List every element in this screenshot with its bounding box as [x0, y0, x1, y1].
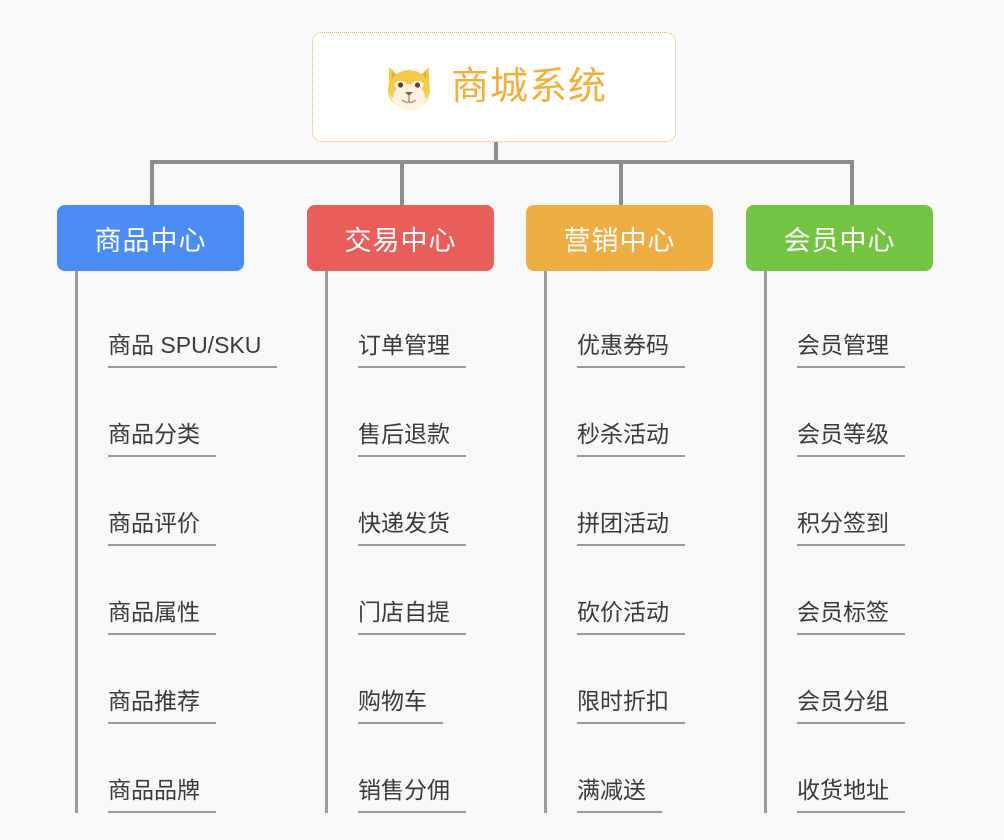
list-item[interactable]: 优惠券码: [577, 279, 713, 368]
list-item[interactable]: 会员等级: [797, 368, 933, 457]
branch-column-2: 交易中心 订单管理 售后退款 快递发货 门店自提 购物车 销售分佣: [307, 205, 494, 813]
leaf-label: 商品评价: [108, 510, 216, 546]
list-item[interactable]: 会员分组: [797, 635, 933, 724]
leaf-label: 积分签到: [797, 510, 905, 546]
category-label-4: 会员中心: [783, 225, 896, 256]
list-item[interactable]: 秒杀活动: [577, 368, 713, 457]
leaf-label: 秒杀活动: [577, 421, 685, 457]
category-label-2: 交易中心: [344, 225, 457, 256]
category-header-4[interactable]: 会员中心: [746, 205, 933, 271]
connector-drop-1: [150, 162, 154, 208]
leaf-label: 门店自提: [358, 599, 466, 635]
leaf-label: 会员管理: [797, 332, 905, 368]
connector-drop-2: [400, 162, 404, 208]
leaf-list-4: 会员管理 会员等级 积分签到 会员标签 会员分组 收货地址: [764, 271, 933, 813]
list-item[interactable]: 商品品牌: [108, 724, 277, 813]
leaf-list-2: 订单管理 售后退款 快递发货 门店自提 购物车 销售分佣: [325, 271, 494, 813]
leaf-label: 商品品牌: [108, 777, 216, 813]
leaf-label: 售后退款: [358, 421, 466, 457]
connector-root-stem: [494, 142, 498, 164]
connector-drop-3: [619, 162, 623, 208]
list-item[interactable]: 商品推荐: [108, 635, 277, 724]
category-header-1[interactable]: 商品中心: [57, 205, 244, 271]
list-item[interactable]: 售后退款: [358, 368, 494, 457]
list-item[interactable]: 门店自提: [358, 546, 494, 635]
leaf-label: 会员标签: [797, 599, 905, 635]
leaf-label: 购物车: [358, 688, 443, 724]
list-item[interactable]: 商品评价: [108, 457, 277, 546]
leaf-label: 优惠券码: [577, 332, 685, 368]
list-item[interactable]: 会员管理: [797, 279, 933, 368]
list-item[interactable]: 商品分类: [108, 368, 277, 457]
list-item[interactable]: 会员标签: [797, 546, 933, 635]
list-item[interactable]: 砍价活动: [577, 546, 713, 635]
leaf-label: 限时折扣: [577, 688, 685, 724]
list-item[interactable]: 限时折扣: [577, 635, 713, 724]
leaf-label: 商品推荐: [108, 688, 216, 724]
category-header-3[interactable]: 营销中心: [526, 205, 713, 271]
list-item[interactable]: 商品属性: [108, 546, 277, 635]
connector-drop-4: [850, 162, 854, 208]
connector-horizontal-bus: [150, 160, 854, 164]
list-item[interactable]: 满减送: [577, 724, 713, 813]
list-item[interactable]: 快递发货: [358, 457, 494, 546]
leaf-label: 会员分组: [797, 688, 905, 724]
root-node[interactable]: 商城系统: [312, 32, 676, 142]
list-item[interactable]: 订单管理: [358, 279, 494, 368]
leaf-label: 销售分佣: [358, 777, 466, 813]
category-label-3: 营销中心: [563, 225, 676, 256]
leaf-label: 满减送: [577, 777, 662, 813]
leaf-label: 拼团活动: [577, 510, 685, 546]
list-item[interactable]: 商品 SPU/SKU: [108, 279, 278, 368]
branch-column-4: 会员中心 会员管理 会员等级 积分签到 会员标签 会员分组 收货地址: [746, 205, 933, 813]
list-item[interactable]: 收货地址: [797, 724, 933, 813]
list-item[interactable]: 拼团活动: [577, 457, 713, 546]
category-label-1: 商品中心: [94, 225, 207, 256]
leaf-list-3: 优惠券码 秒杀活动 拼团活动 砍价活动 限时折扣 满减送: [544, 271, 713, 813]
leaf-label: 商品分类: [108, 421, 216, 457]
leaf-label: 订单管理: [358, 332, 466, 368]
branch-column-3: 营销中心 优惠券码 秒杀活动 拼团活动 砍价活动 限时折扣 满减送: [526, 205, 713, 813]
leaf-label: 会员等级: [797, 421, 905, 457]
leaf-label: 收货地址: [797, 777, 905, 813]
leaf-label: 快递发货: [358, 510, 466, 546]
shiba-dog-icon: [381, 61, 437, 113]
leaf-label: 砍价活动: [577, 599, 685, 635]
leaf-list-1: 商品 SPU/SKU 商品分类 商品评价 商品属性 商品推荐 商品品牌: [75, 271, 278, 813]
branch-column-1: 商品中心 商品 SPU/SKU 商品分类 商品评价 商品属性 商品推荐 商品品牌: [57, 205, 278, 813]
list-item[interactable]: 积分签到: [797, 457, 933, 546]
leaf-label: 商品 SPU/SKU: [108, 332, 278, 368]
leaf-label: 商品属性: [108, 599, 216, 635]
root-title: 商城系统: [450, 66, 607, 108]
list-item[interactable]: 购物车: [358, 635, 494, 724]
category-header-2[interactable]: 交易中心: [307, 205, 494, 271]
list-item[interactable]: 销售分佣: [358, 724, 494, 813]
